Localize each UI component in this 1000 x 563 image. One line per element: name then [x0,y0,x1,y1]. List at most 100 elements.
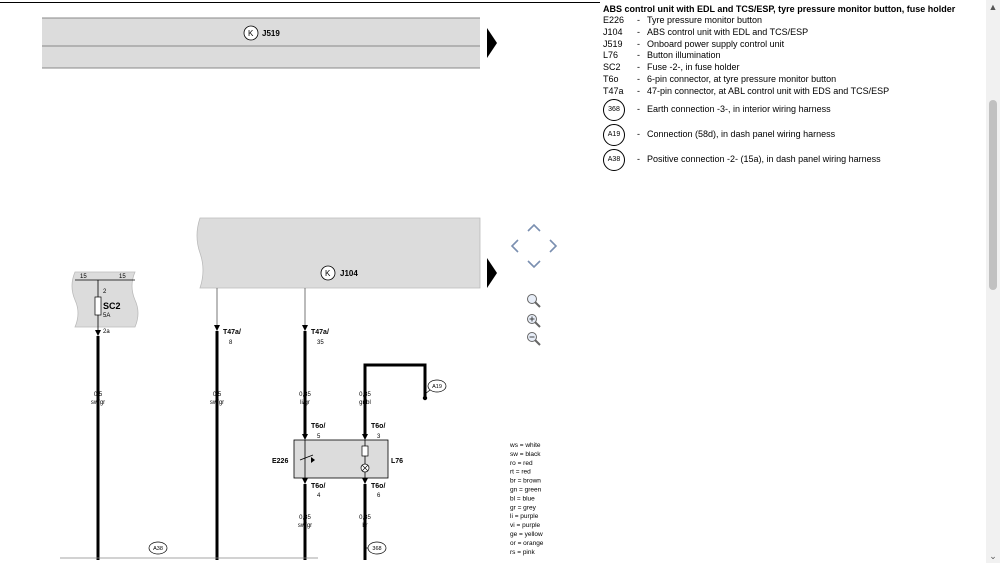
magnifier-icon [527,294,537,304]
color-code-entry: bl = blue [510,495,535,502]
j519-label: J519 [262,29,280,38]
zoom-out-button[interactable] [527,332,541,346]
color-code-entry: vi = purple [510,522,541,529]
connector-t6o-label: T6o/ [371,423,385,430]
legend-text: 47-pin connector, at ABL control unit wi… [647,85,890,96]
wire-size-label: 0,35 [359,392,371,398]
color-code-entry: ge = yellow [510,531,543,538]
a38-reference: A38 [60,541,318,559]
e226-label: E226 [272,458,288,465]
legend-code: J519 [603,38,623,49]
push-button-switch-icon [299,440,315,478]
legend-text: Onboard power supply control unit [647,38,785,49]
a38-label: A38 [153,546,163,552]
wire-size-label: 0,5 [213,392,222,398]
wire-color-label: sw/gr [298,523,312,529]
a19-label: A19 [432,384,442,390]
wire-size-label: 0,5 [94,392,103,398]
legend-item: L76-Button illumination [603,50,983,62]
earth-368-label: 368 [372,546,381,552]
legend-text: Fuse -2-, in fuse holder [647,62,740,73]
legend-item: J104-ABS control unit with EDL and TCS/E… [603,27,983,39]
pan-left-button[interactable] [510,239,519,253]
page-continue-arrow-icon [487,258,497,288]
legend-dash: - [637,73,640,84]
l76-label: L76 [391,458,403,465]
j104-label: J104 [340,269,358,278]
fuse-element-icon [94,296,102,316]
wire-size-label: 0,35 [299,515,311,521]
page-continue-arrow-icon [487,28,497,58]
connector-pin-label: 8 [229,340,233,346]
legend-text: Earth connection -3-, in interior wiring… [647,104,831,115]
j519-control-unit: K J519 [42,17,497,69]
legend-circled-list: 368 - Earth connection -3-, in interior wi… [603,98,983,173]
pan-controls [510,223,558,269]
sc2-rating: 5A [103,313,110,319]
color-code-entry: br = brown [510,478,541,485]
legend-circled-item: 368-Earth connection -3-, in interior wi… [603,98,983,123]
sc2-label: SC2 [103,301,121,311]
pan-up-button[interactable] [527,223,541,232]
circled-ref-icon: A38 [603,149,625,172]
fuse-pin-in-label: 2 [103,289,107,295]
wire-color-label: sw/gr [210,400,224,406]
legend-text: Button illumination [647,50,721,61]
connector-t6o-label: T6o/ [371,483,385,490]
connector-pin-label: 4 [317,493,321,499]
legend-text: ABS control unit with EDL and TCS/ESP [647,26,809,37]
wire-5: T6o/ 4 0,35 sw/gr [298,483,325,560]
color-code-entry: rt = red [510,469,531,476]
wire-color-label: br [362,523,367,529]
wire-size-label: 0,35 [299,392,311,398]
legend-dash: - [637,129,640,140]
scroll-down-icon[interactable]: ⌄ [989,551,997,561]
color-code-entry: gr = grey [510,504,537,511]
wire-2: T47a/ 8 0,5 sw/gr [210,325,241,560]
color-code-entry: ws = white [509,442,541,449]
legend-item: J519 -Onboard power supply control unit [603,39,983,51]
connector-t6o-label: T6o/ [311,483,325,490]
connector-pin-label: 35 [317,340,324,346]
pan-down-button[interactable] [527,260,541,269]
legend-code: E226 [603,15,625,25]
legend-item: SC2 -Fuse -2-, in fuse holder [603,62,983,74]
control-unit-symbol-icon [243,25,259,41]
legend-text: 6-pin connector, at tyre pressure monito… [647,73,837,84]
connector-t6o-label: T6o/ [311,423,325,430]
control-unit-symbol-glyph: K [248,29,254,38]
zoom-fit-button[interactable] [527,294,541,308]
legend-circled-item: A19-Connection (58d), in dash panel wiri… [603,123,983,148]
scroll-up-icon[interactable]: ▲ [988,2,998,12]
color-code-entry: li = purple [510,513,539,520]
wire-color-label: sw/gr [91,400,105,406]
legend-text: Connection (58d), in dash panel wiring h… [647,129,836,140]
scrollbar-thumb[interactable] [989,100,997,290]
legend-dash: - [637,38,640,49]
j104-control-unit: K J104 [196,217,497,325]
circled-ref-icon: 368 [603,99,625,122]
legend-code: L76 [603,50,619,61]
zoom-in-button[interactable] [527,314,541,328]
legend-code: SC2 [603,62,621,73]
pan-right-button[interactable] [549,239,558,253]
terminal-15-label: 15 [80,274,87,280]
legend-item: T47a-47-pin connector, at ABL control un… [603,86,983,98]
tyre-pressure-button-housing: E226 L76 [272,439,403,484]
legend-dash: - [637,154,640,165]
legend-code: T47a [603,85,624,96]
legend-text: Tyre pressure monitor button [647,15,763,25]
wire-1: 0,5 sw/gr [91,330,105,560]
color-code-entry: ro = red [510,460,533,467]
wire-3: T47a/ 35 0,35 li/gr T6o/ 5 [299,325,329,440]
lamp-icon [360,440,370,478]
connector-pin-label: 3 [377,434,381,440]
vertical-scrollbar[interactable]: ▲ ⌄ [986,0,1000,563]
color-code-entry: gn = green [510,487,542,494]
color-code-entry: rs = pink [510,549,535,556]
legend-dash: - [637,62,640,73]
terminal-15-label: 15 [119,274,126,280]
a19-reference: A19 [424,379,447,395]
